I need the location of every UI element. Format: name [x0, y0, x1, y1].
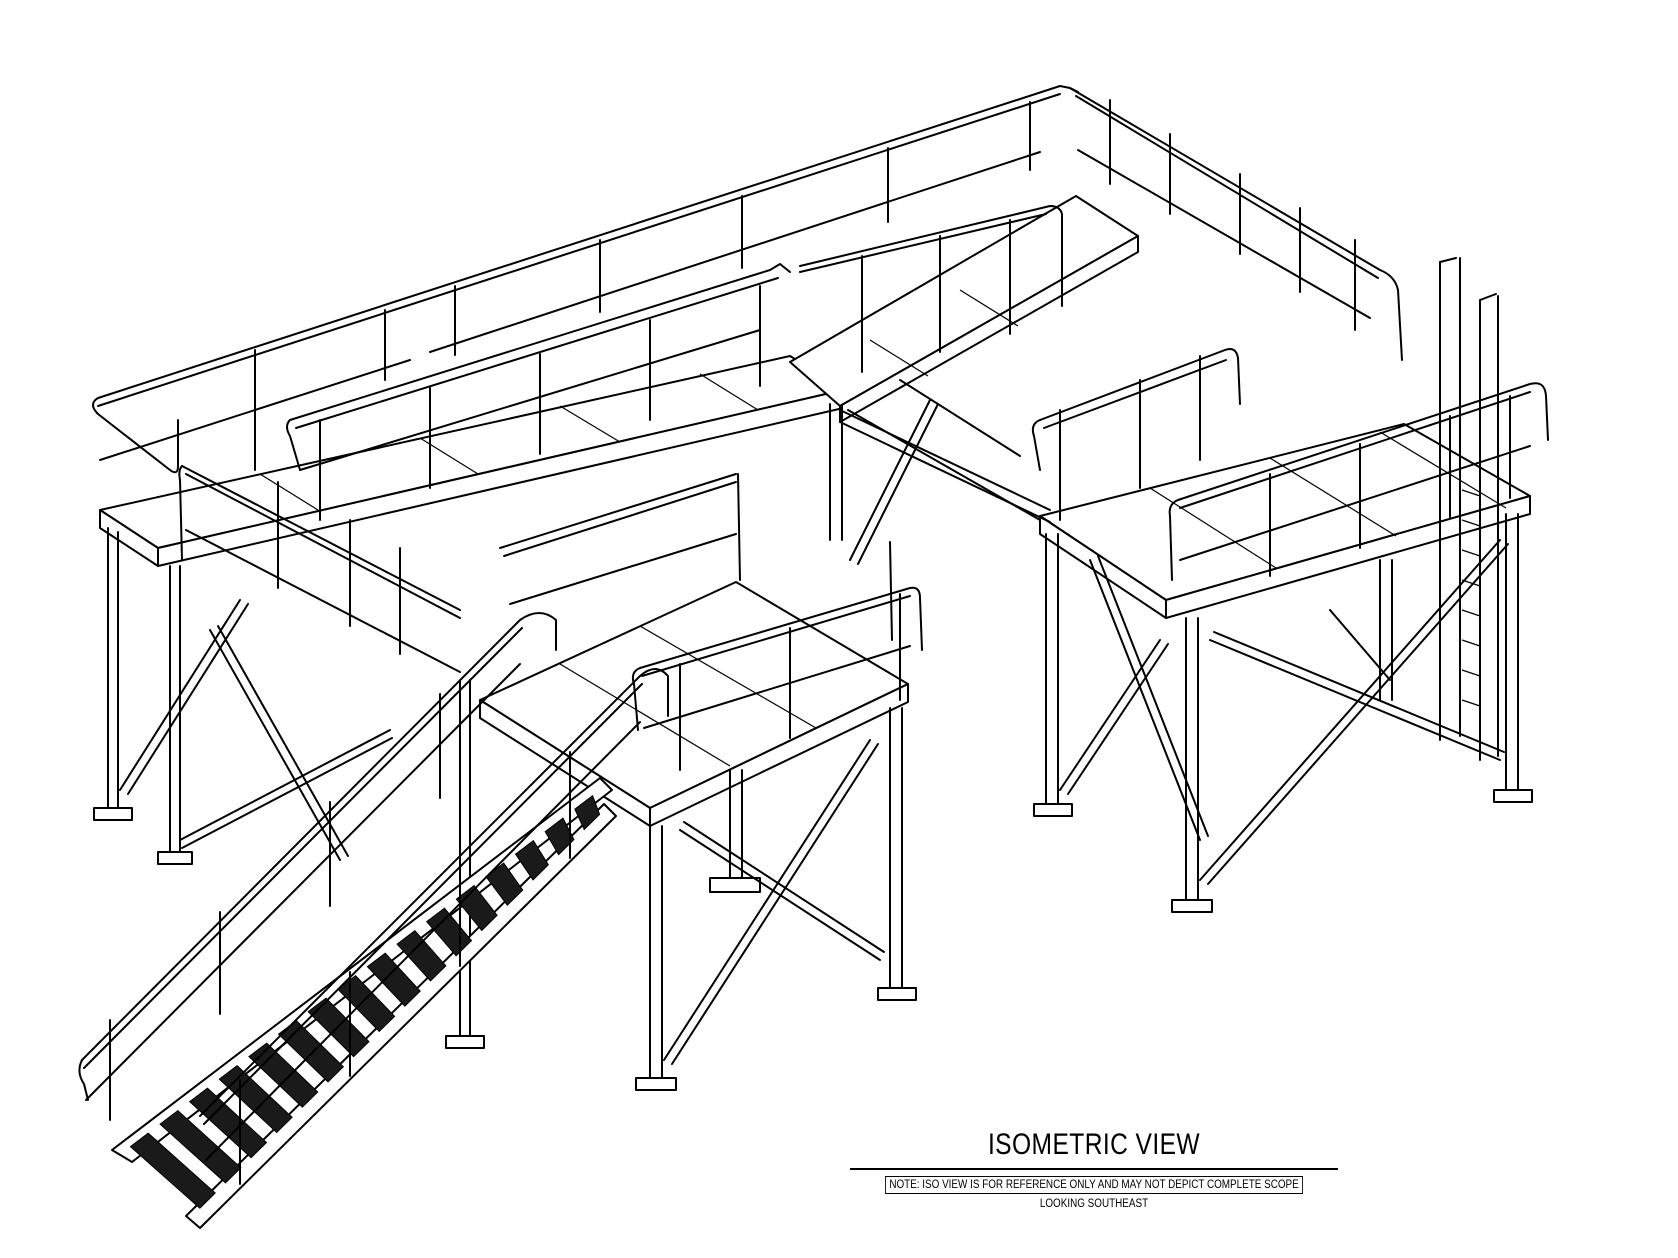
view-direction-label: LOOKING SOUTHEAST	[1039, 1198, 1149, 1210]
stair-tread	[366, 952, 421, 1007]
stair-tread	[485, 862, 524, 906]
title-underline	[850, 1168, 1338, 1170]
stair	[78, 612, 669, 1229]
stair-tread	[188, 1087, 268, 1159]
stair-tread	[574, 794, 601, 831]
connector-bridge	[839, 379, 1051, 523]
title-block: ISOMETRIC VIEW NOTE: ISO VIEW IS FOR REF…	[850, 1128, 1338, 1210]
stair-tread	[129, 1132, 216, 1209]
stair-tread	[544, 817, 575, 856]
stair-treads	[129, 794, 601, 1209]
stair-landing-platform	[479, 473, 923, 827]
scope-note: NOTE: ISO VIEW IS FOR REFERENCE ONLY AND…	[884, 1176, 1304, 1194]
stair-tread	[218, 1064, 293, 1134]
right-platform	[1031, 348, 1549, 619]
stair-tread	[248, 1042, 319, 1108]
back-guardrail	[92, 85, 1403, 474]
center-platform	[789, 195, 1139, 423]
stair-tread	[396, 929, 447, 982]
left-platform	[99, 263, 853, 673]
stair-tread	[514, 839, 549, 881]
drawing-title: ISOMETRIC VIEW	[987, 1128, 1201, 1161]
support-columns	[93, 399, 1533, 1091]
access-ladder	[1439, 257, 1499, 761]
